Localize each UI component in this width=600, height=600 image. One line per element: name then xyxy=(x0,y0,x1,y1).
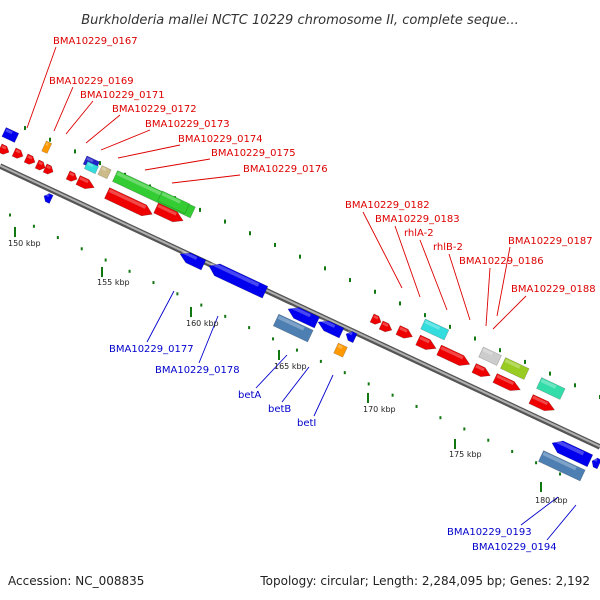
gene-feature xyxy=(104,187,153,217)
gene-label: betI xyxy=(297,418,316,429)
gene-feature xyxy=(11,147,24,159)
gene-label: BMA10229_0173 xyxy=(145,119,230,130)
gene-label: BMA10229_0187 xyxy=(508,236,593,247)
gene-feature xyxy=(478,346,502,366)
leader-line xyxy=(546,504,577,541)
gene-label: betB xyxy=(268,404,291,415)
gene-label: BMA10229_0172 xyxy=(112,104,197,115)
forward-gene-labels: BMA10229_0167 BMA10229_0169 BMA10229_017… xyxy=(49,36,596,295)
gene-feature xyxy=(272,313,314,343)
scale-label-180: 180 kbp xyxy=(535,496,568,505)
label-leader-lines xyxy=(26,46,577,541)
gene-feature xyxy=(179,250,207,271)
leader-line xyxy=(520,496,559,526)
gene-feature xyxy=(536,377,566,400)
gene-feature xyxy=(436,344,471,366)
gene-label: BMA10229_0176 xyxy=(243,164,328,175)
topology-text: Topology: circular; Length: 2,284,095 bp… xyxy=(259,574,590,588)
scale-label-155: 155 kbp xyxy=(97,278,130,287)
gene-feature xyxy=(538,450,586,482)
scale-label-170: 170 kbp xyxy=(363,405,396,414)
gene-feature xyxy=(345,330,358,344)
gene-feature xyxy=(153,202,184,223)
gene-label: BMA10229_0194 xyxy=(472,542,557,553)
gene-feature xyxy=(287,304,320,329)
leader-line xyxy=(26,46,57,129)
gene-feature xyxy=(75,175,95,190)
gene-feature xyxy=(528,394,556,412)
leader-line xyxy=(492,295,527,330)
gene-features xyxy=(0,127,600,482)
leader-line xyxy=(281,366,310,403)
gene-label: rhlA-2 xyxy=(404,228,434,239)
leader-line xyxy=(117,144,181,159)
leader-line xyxy=(100,129,151,151)
gene-feature xyxy=(42,163,54,175)
gene-feature xyxy=(420,318,450,341)
gene-label: BMA10229_0175 xyxy=(211,148,296,159)
scale-label-150: 150 kbp xyxy=(8,239,41,248)
gene-feature xyxy=(415,334,437,350)
gene-label: BMA10229_0167 xyxy=(53,36,138,47)
reverse-gene-labels: BMA10229_0177 BMA10229_0178 betA betB be… xyxy=(109,344,557,553)
scale-labels: 150 kbp 155 kbp 160 kbp 165 kbp 170 kbp … xyxy=(8,239,568,505)
leader-line xyxy=(448,253,471,321)
gene-feature xyxy=(97,165,112,180)
gene-feature xyxy=(1,127,20,143)
gene-feature xyxy=(471,363,491,378)
scale-label-165: 165 kbp xyxy=(274,362,307,371)
scale-label-175: 175 kbp xyxy=(449,450,482,459)
gene-label: BMA10229_0169 xyxy=(49,76,134,87)
gene-feature xyxy=(492,373,521,391)
gene-feature xyxy=(208,261,269,299)
map-title: Burkholderia mallei NCTC 10229 chromosom… xyxy=(81,13,518,28)
leader-line xyxy=(85,114,121,144)
gene-feature xyxy=(591,457,600,470)
gene-feature xyxy=(157,190,190,215)
gene-feature xyxy=(34,159,46,171)
leader-line xyxy=(65,100,94,135)
leader-line xyxy=(394,225,421,298)
gene-label: BMA10229_0183 xyxy=(375,214,460,225)
gene-label: BMA10229_0171 xyxy=(80,90,165,101)
leader-line xyxy=(171,174,241,184)
gene-label: rhlB-2 xyxy=(433,242,463,253)
gene-feature xyxy=(500,357,530,380)
gene-feature xyxy=(551,438,594,468)
leader-line xyxy=(53,86,74,132)
gene-feature xyxy=(43,193,54,204)
gene-label: betA xyxy=(238,390,261,401)
gene-label: BMA10229_0188 xyxy=(511,284,596,295)
accession-text: Accession: NC_008835 xyxy=(8,574,144,588)
leader-line xyxy=(198,315,219,364)
leader-line xyxy=(485,267,491,327)
gene-feature xyxy=(83,160,99,175)
leader-line xyxy=(419,239,448,311)
gene-feature xyxy=(369,313,382,325)
gene-label: BMA10229_0174 xyxy=(178,134,263,145)
gene-label: BMA10229_0193 xyxy=(447,527,532,538)
leader-line xyxy=(144,158,211,171)
gene-feature xyxy=(0,143,10,155)
gene-feature xyxy=(317,318,345,339)
gene-feature xyxy=(395,325,413,339)
gene-label: BMA10229_0182 xyxy=(345,200,430,211)
gene-feature xyxy=(41,140,53,154)
leader-line xyxy=(313,374,334,417)
gene-label: BMA10229_0177 xyxy=(109,344,194,355)
gene-label: BMA10229_0186 xyxy=(459,256,544,267)
scale-label-160: 160 kbp xyxy=(186,319,219,328)
gene-feature xyxy=(65,170,78,182)
chromosome-backbone xyxy=(0,163,600,450)
gene-feature xyxy=(23,153,36,165)
tick-marks xyxy=(9,126,600,492)
gene-feature xyxy=(333,342,348,358)
leader-line xyxy=(496,246,511,317)
leader-line xyxy=(255,354,288,389)
leader-line xyxy=(146,290,175,343)
gene-feature xyxy=(378,320,393,333)
leader-line xyxy=(362,211,403,289)
gene-label: BMA10229_0178 xyxy=(155,365,240,376)
